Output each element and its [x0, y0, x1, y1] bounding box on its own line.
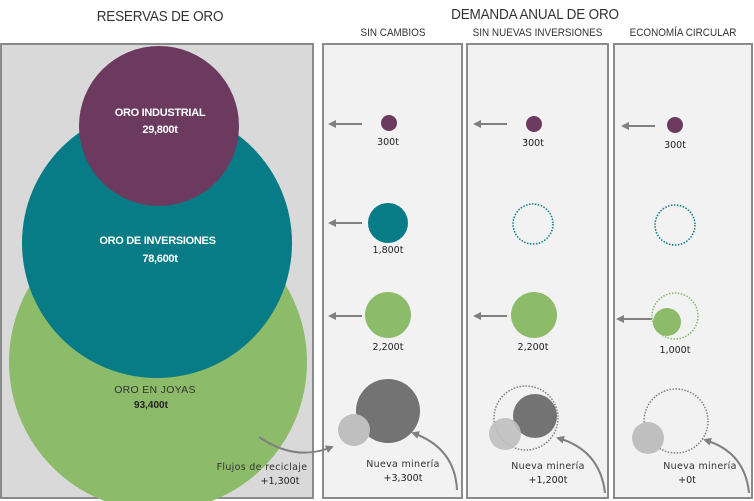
- mining-arrow: [703, 437, 750, 494]
- demand-title: DEMANDA ANUAL DE ORO: [451, 6, 619, 23]
- recycling-flow-value: +1,300t: [260, 476, 300, 487]
- economia-circular-mining-value: +0t: [678, 475, 696, 486]
- scenario-title-sin-cambios: SIN CAMBIOS: [360, 27, 426, 39]
- recycling-flow-label: Flujos de reciclaje: [216, 462, 308, 473]
- sin-cambios-investment-value: 1,800t: [372, 245, 404, 256]
- scenario-title-economia-circular: ECONOMÍA CIRCULAR: [629, 27, 737, 39]
- mining-arrow: [411, 431, 458, 491]
- industrial-reserve-value: 29,800t: [142, 124, 178, 136]
- industrial-demand-circle: [526, 116, 542, 132]
- economia-circular-industrial-value: 300t: [664, 140, 686, 151]
- sin-cambios-jewelry-value: 2,200t: [372, 342, 404, 353]
- sin-nuevas-inversiones-mining-label: Nueva minería: [511, 461, 585, 472]
- sin-nuevas-inversiones-jewelry-value: 2,200t: [517, 342, 549, 353]
- industrial-demand-circle: [381, 115, 397, 131]
- scenario-panel-economia-circular: [613, 43, 753, 499]
- industrial-reserve-circle: [79, 46, 239, 206]
- recycling-circle: [338, 414, 370, 446]
- mining-circle: [513, 394, 557, 438]
- recycling-arrow: [258, 436, 334, 454]
- recycling-circle: [632, 422, 664, 454]
- reserves-title: RESERVAS DE ORO: [96, 8, 224, 25]
- jewelry-reserve-value: 93,400t: [134, 400, 168, 411]
- economia-circular-jewelry-value: 1,000t: [659, 345, 691, 356]
- investment-reserve-value: 78,600t: [142, 253, 178, 265]
- jewelry-demand-circle: [365, 292, 411, 338]
- jewelry-reserve-label: ORO EN JOYAS: [114, 384, 196, 396]
- economia-circular-mining-label: Nueva minería: [663, 461, 737, 472]
- mining-demand-outline-circle: [643, 388, 709, 454]
- investment-demand-circle: [368, 203, 408, 243]
- mining-demand-outline-circle: [493, 385, 559, 451]
- industrial-demand-circle: [667, 117, 683, 133]
- sin-cambios-mining-value: +3,300t: [383, 473, 423, 484]
- industrial-reserve-label: ORO INDUSTRIAL: [114, 107, 206, 119]
- jewelry-demand-circle: [511, 292, 557, 338]
- sin-cambios-industrial-value: 300t: [377, 137, 399, 148]
- investment-reserve-label: ORO DE INVERSIONES: [99, 235, 216, 247]
- jewelry-demand-circle: [653, 308, 681, 336]
- recycling-circle: [489, 418, 521, 450]
- investment-demand-empty-circle: [512, 203, 554, 245]
- jewelry-demand-outline-circle: [651, 292, 699, 340]
- sin-nuevas-inversiones-mining-value: +1,200t: [528, 475, 568, 486]
- mining-arrow: [556, 435, 606, 494]
- investment-reserve-circle: [22, 108, 292, 378]
- investment-demand-empty-circle: [654, 204, 696, 246]
- scenario-title-sin-nuevas-inversiones: SIN NUEVAS INVERSIONES: [472, 27, 603, 39]
- mining-circle: [356, 379, 420, 443]
- sin-nuevas-inversiones-industrial-value: 300t: [522, 138, 544, 149]
- sin-cambios-mining-label: Nueva minería: [366, 459, 440, 470]
